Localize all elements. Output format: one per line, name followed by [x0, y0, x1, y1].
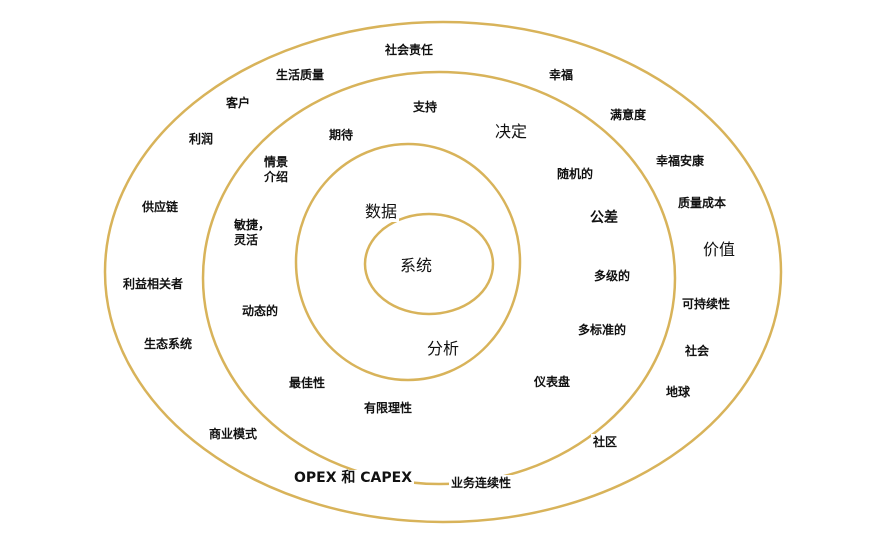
label-minjie-linghuo: 敏捷，灵活 — [232, 217, 272, 249]
label-lirun: 利润 — [187, 131, 216, 148]
second-ring — [294, 142, 522, 382]
label-opex-capex: OPEX 和 CAPEX — [292, 470, 414, 487]
label-diqiu: 地球 — [664, 384, 693, 401]
label-gongyinglian: 供应链 — [140, 199, 181, 216]
label-shequ: 社区 — [591, 434, 620, 451]
label-zuijiaxing: 最佳性 — [287, 375, 328, 392]
label-shengtai-xitong: 生态系统 — [142, 336, 195, 353]
label-suiji: 随机的 — [555, 166, 596, 183]
label-shuju: 数据 — [363, 201, 400, 222]
outer-ring — [103, 20, 783, 524]
label-jiazhi: 价值 — [701, 239, 738, 260]
label-fenxi: 分析 — [425, 338, 462, 359]
label-duoji: 多级的 — [592, 268, 633, 285]
label-yewu-lianxuxing: 业务连续性 — [449, 475, 514, 492]
label-shehui: 社会 — [683, 343, 712, 360]
label-jueding: 决定 — [493, 121, 530, 142]
label-shehui-zeren: 社会责任 — [383, 42, 436, 59]
label-xingfu: 幸福 — [547, 67, 576, 84]
label-liyi-xiangguanzhe: 利益相关者 — [121, 276, 186, 293]
label-xitong: 系统 — [398, 255, 435, 276]
label-zhiliang-chengben: 质量成本 — [676, 195, 729, 212]
label-yibiaopan: 仪表盘 — [532, 374, 573, 391]
label-zhichi: 支持 — [411, 99, 440, 116]
label-xingfu-ankang: 幸福安康 — [654, 153, 707, 170]
label-qidai: 期待 — [327, 127, 356, 144]
label-kehu: 客户 — [224, 95, 253, 112]
inner-ring — [363, 212, 495, 316]
label-kechixu: 可持续性 — [680, 296, 733, 313]
label-youxian-lixing: 有限理性 — [362, 400, 415, 417]
label-manyidu: 满意度 — [608, 107, 649, 124]
label-shangye-moshi: 商业模式 — [207, 426, 260, 443]
label-duobiaozhun: 多标准的 — [576, 322, 629, 339]
label-shenghuo-zhiliang: 生活质量 — [274, 67, 327, 84]
label-gongcha: 公差 — [588, 210, 620, 227]
label-qingjing-jieshao: 情景介绍 — [262, 154, 296, 186]
third-ring — [201, 70, 677, 486]
label-dongtai: 动态的 — [240, 303, 281, 320]
